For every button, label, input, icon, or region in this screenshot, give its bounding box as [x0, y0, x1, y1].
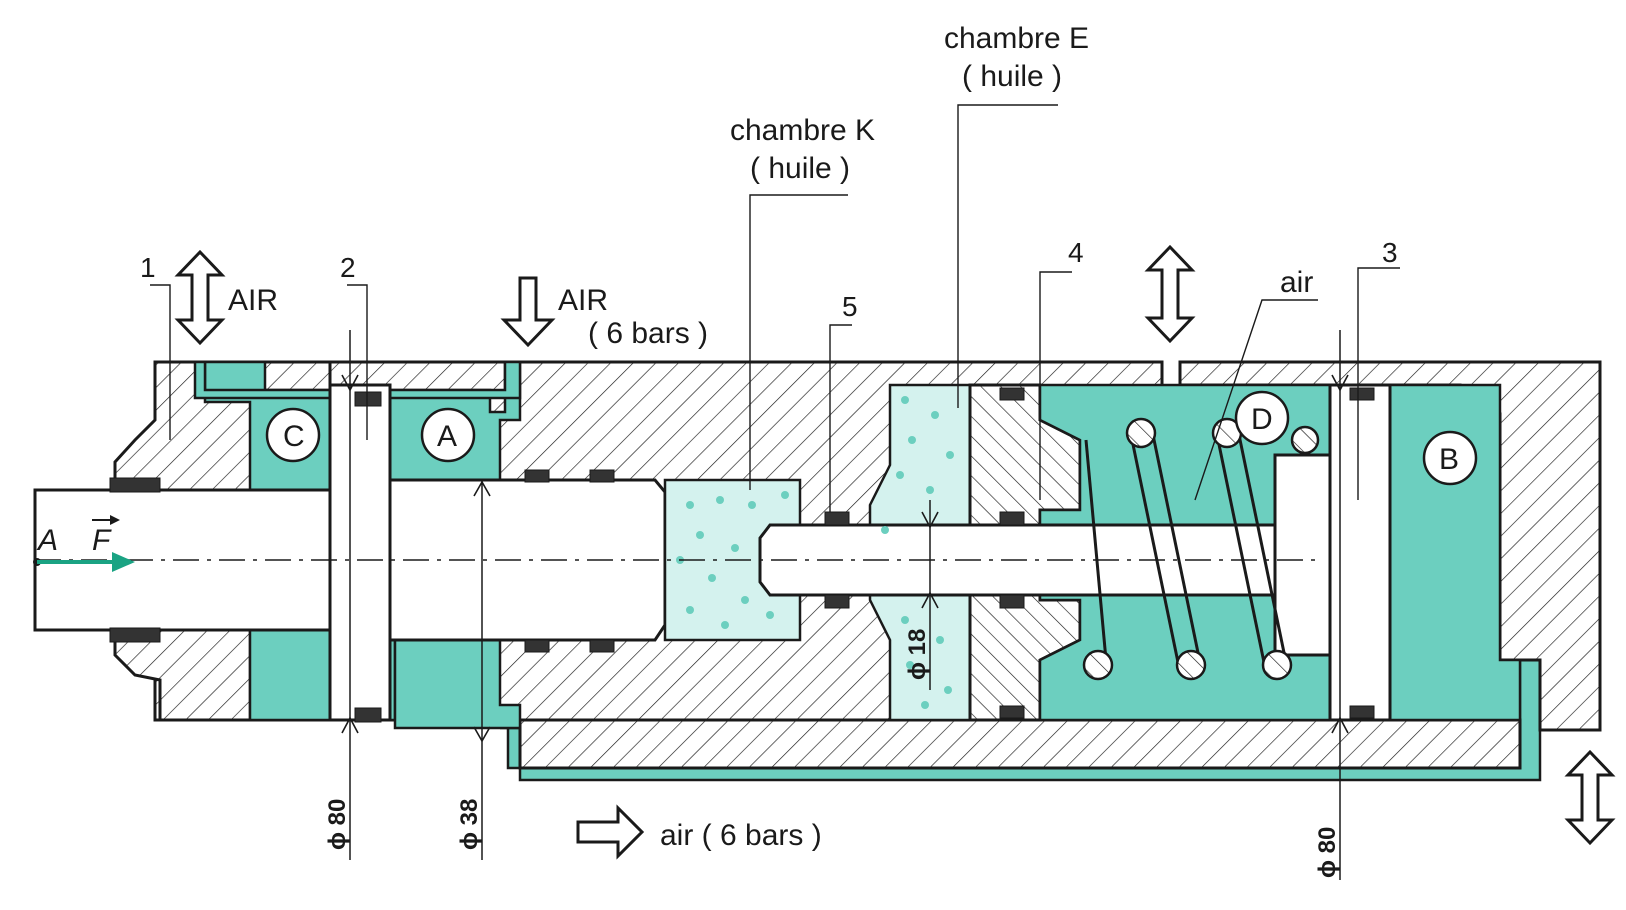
pressure-label-top: ( 6 bars ) [588, 317, 708, 350]
air-label-bottom: air ( 6 bars ) [660, 819, 822, 852]
dimension-phi80-right [1331, 330, 1349, 880]
chamber-b-label: B [1439, 443, 1459, 476]
chamber-e-title: chambre E [944, 22, 1089, 55]
dimension-phi80-right-label: ϕ 80 [1314, 827, 1341, 878]
dimension-phi80-left [341, 330, 359, 860]
right-arrow-icon [576, 804, 645, 860]
dimension-phi18 [921, 500, 939, 690]
part-number-2: 2 [340, 252, 356, 283]
chamber-a-air-lower [393, 628, 522, 730]
part-number-3: 3 [1382, 237, 1398, 268]
dimension-phi38 [473, 480, 491, 860]
double-arrow-bottom-right-icon [1564, 749, 1616, 846]
chamber-d-label: D [1251, 403, 1273, 436]
chamber-k-oil-label: ( huile ) [750, 152, 850, 185]
chamber-e-oil-label: ( huile ) [962, 60, 1062, 93]
dimension-phi80-left-label: ϕ 80 [324, 799, 351, 850]
part-number-4: 4 [1068, 237, 1084, 268]
seals [109, 387, 1375, 723]
chamber-a-label: A [437, 420, 457, 453]
double-arrow-right-icon [1144, 244, 1196, 344]
air-label-left: AIR [228, 284, 278, 317]
oil-bubbles-e [881, 396, 954, 709]
air-label-spring: air [1280, 266, 1313, 299]
chamber-k-title: chambre K [730, 114, 875, 147]
part-number-1: 1 [140, 252, 156, 283]
down-arrow-icon [500, 276, 556, 348]
force-vector-label: F [92, 524, 112, 557]
dimension-phi18-label: ϕ 18 [904, 629, 931, 680]
piston-3-flange [1273, 453, 1332, 657]
piston-2 [328, 383, 392, 722]
dimension-phi38-label: ϕ 38 [456, 799, 483, 850]
chamber-c-lower [248, 628, 332, 722]
housing-bottom-right [518, 718, 1522, 770]
double-arrow-left-icon [174, 249, 226, 346]
spring [1082, 417, 1320, 681]
force-arrow [33, 552, 135, 572]
part-number-5: 5 [842, 291, 858, 322]
chamber-c-label: C [283, 420, 305, 453]
air-label-mid: AIR [558, 284, 608, 317]
oil-bubbles-k [676, 491, 789, 629]
force-point-label: A [36, 524, 58, 557]
piston-3 [1328, 383, 1392, 722]
